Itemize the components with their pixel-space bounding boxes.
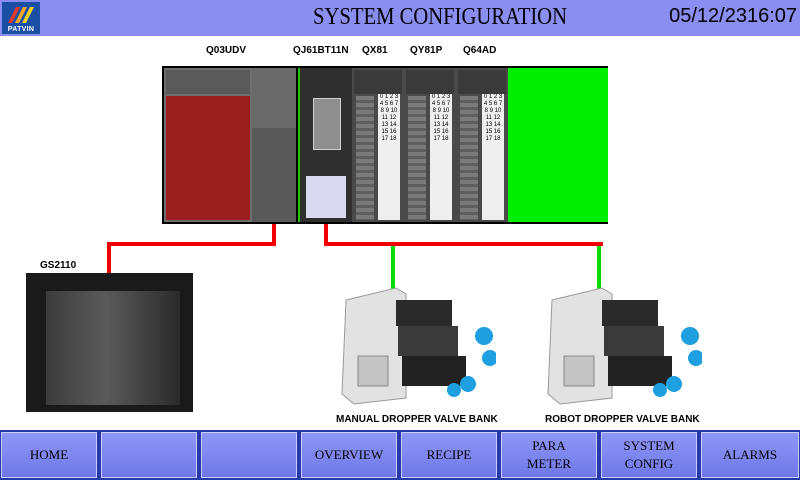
parameter-button[interactable]: PARA METER (501, 432, 597, 478)
cpu-module (252, 68, 296, 222)
hmi-wire-drop (107, 242, 111, 274)
hmi-screen (46, 291, 180, 405)
date-time-display: 05/12/2316:07 (669, 5, 797, 27)
cpu-wire-drop (272, 224, 276, 244)
input-module-label: QX81 (362, 45, 388, 56)
network-module (298, 68, 352, 222)
blank-button-1[interactable] (101, 432, 197, 478)
header-bar: PATVIN SYSTEM CONFIGURATION 05/12/2316:0… (0, 0, 800, 36)
hmi-panel (26, 273, 193, 412)
home-button[interactable]: HOME (1, 432, 97, 478)
analog-module: 0 1 2 3 4 5 6 7 8 9 10 11 12 13 14 15 16… (456, 68, 508, 222)
analog-channel-numbers: 0 1 2 3 4 5 6 7 8 9 10 11 12 13 14 15 16… (482, 94, 504, 220)
output-module-label: QY81P (410, 45, 443, 56)
network-wire-drop (324, 224, 328, 246)
logo-stripes-icon (8, 7, 34, 23)
valve-bank-1-label: MANUAL DROPPER VALVE BANK (336, 414, 498, 425)
recipe-button[interactable]: RECIPE (401, 432, 497, 478)
valve-bank-2-icon (547, 287, 702, 405)
page-title: SYSTEM CONFIGURATION (312, 4, 567, 30)
plc-rack: 0 1 2 3 4 5 6 7 8 9 10 11 12 13 14 15 16… (162, 66, 608, 224)
hmi-wire-horizontal (107, 242, 276, 246)
input-module: 0 1 2 3 4 5 6 7 8 9 10 11 12 13 14 15 16… (352, 68, 404, 222)
valve-bank-1-link (391, 246, 395, 298)
network-port-icon (313, 98, 341, 150)
analog-module-label: Q64AD (463, 45, 497, 56)
input-channel-numbers: 0 1 2 3 4 5 6 7 8 9 10 11 12 13 14 15 16… (378, 94, 400, 220)
network-module-label: QJ61BT11N (293, 45, 349, 56)
blank-button-2[interactable] (201, 432, 297, 478)
logo-text: PATVIN (7, 26, 35, 33)
output-channel-numbers: 0 1 2 3 4 5 6 7 8 9 10 11 12 13 14 15 16… (430, 94, 452, 220)
status-led-panel (306, 176, 346, 218)
empty-slot-indicator (508, 68, 608, 222)
hmi-label: GS2110 (40, 260, 77, 271)
output-module: 0 1 2 3 4 5 6 7 8 9 10 11 12 13 14 15 16… (404, 68, 456, 222)
cpu-module-label: Q03UDV (206, 45, 247, 56)
alarms-button[interactable]: ALARMS (701, 432, 799, 478)
power-supply-module (164, 68, 252, 222)
system-config-button[interactable]: SYSTEM CONFIG (601, 432, 697, 478)
valve-bank-1-icon (341, 287, 496, 405)
valve-bank-2-link (597, 246, 601, 298)
overview-button[interactable]: OVERVIEW (301, 432, 397, 478)
company-logo: PATVIN (2, 2, 40, 34)
network-wire-horizontal (324, 242, 603, 246)
valve-bank-2-label: ROBOT DROPPER VALVE BANK (545, 414, 700, 425)
